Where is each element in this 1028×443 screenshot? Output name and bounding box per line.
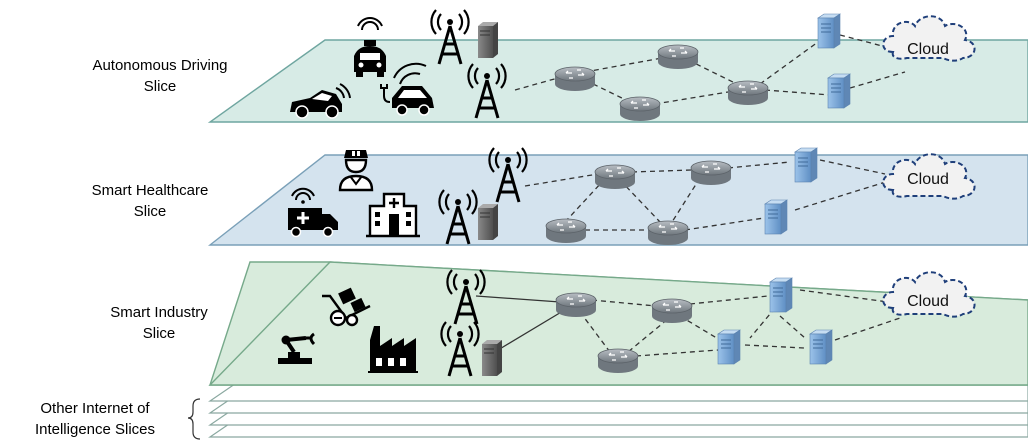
server-icon bbox=[827, 73, 851, 109]
cloud-label: Cloud bbox=[907, 293, 949, 310]
ambulance-icon bbox=[288, 187, 338, 238]
other-slices-label: Other Internet of Intelligence Slices bbox=[0, 398, 190, 440]
links-healthcare bbox=[524, 159, 906, 231]
server-icon bbox=[809, 329, 833, 365]
other-slices-brace bbox=[187, 398, 201, 440]
other-slices-line1: Other Internet of bbox=[40, 400, 150, 417]
slice-label-line2: Slice bbox=[143, 78, 177, 95]
server-icon bbox=[817, 13, 841, 49]
taxi-icon bbox=[354, 17, 386, 77]
router bbox=[657, 44, 699, 70]
router bbox=[555, 292, 597, 318]
edge-server-icon bbox=[481, 339, 503, 377]
factory-icon bbox=[368, 326, 418, 373]
router bbox=[727, 80, 769, 106]
slice-label-line2: Slice bbox=[133, 203, 167, 220]
edge-server-icon bbox=[477, 203, 499, 241]
edge-server-icon bbox=[477, 21, 499, 59]
router bbox=[597, 348, 639, 374]
server-icon bbox=[769, 277, 793, 313]
slice-label-line2: Slice bbox=[142, 325, 176, 342]
slice-label-line1: Autonomous Driving bbox=[92, 57, 228, 74]
router bbox=[594, 164, 636, 190]
other-slices-line2: Intelligence Slices bbox=[34, 421, 156, 438]
router bbox=[690, 160, 732, 186]
router bbox=[545, 218, 587, 244]
router bbox=[554, 66, 596, 92]
robot-arm-icon bbox=[278, 332, 316, 364]
router bbox=[651, 298, 693, 324]
cloud-label: Cloud bbox=[907, 171, 949, 188]
slice-label-autonomous: Autonomous Driving Slice bbox=[50, 55, 270, 97]
router bbox=[647, 220, 689, 246]
hospital-icon bbox=[366, 192, 420, 238]
server-icon bbox=[794, 147, 818, 183]
slice-label-healthcare: Smart Healthcare Slice bbox=[40, 180, 260, 222]
slice-label-line1: Smart Industry bbox=[110, 304, 208, 321]
doctor-icon bbox=[338, 150, 374, 192]
router bbox=[619, 96, 661, 122]
slice-label-line1: Smart Healthcare bbox=[91, 182, 209, 199]
server-icon bbox=[717, 329, 741, 365]
electric-car-icon bbox=[380, 62, 434, 116]
hand-truck-icon bbox=[322, 287, 371, 327]
slice-label-industry: Smart Industry Slice bbox=[49, 302, 269, 344]
sports-car-icon bbox=[290, 83, 351, 119]
cloud-label: Cloud bbox=[907, 41, 949, 58]
server-icon bbox=[764, 199, 788, 235]
